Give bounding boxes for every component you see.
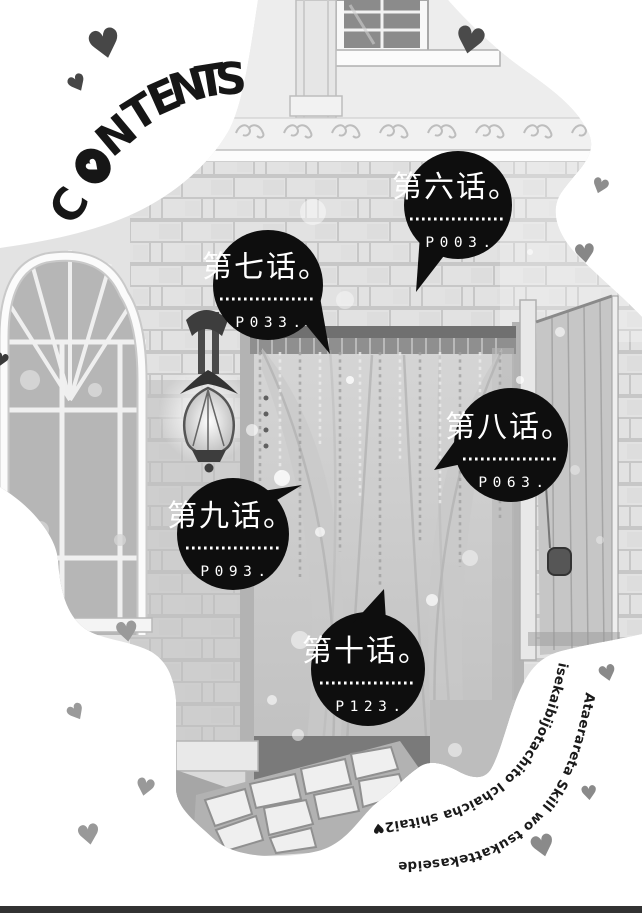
page-number: P123.: [335, 699, 406, 715]
speech-bubble[interactable]: [213, 230, 323, 340]
page-number: P003.: [425, 235, 496, 251]
page-number: P063.: [478, 475, 549, 491]
sparkle-dot: [336, 291, 354, 309]
speech-bubble[interactable]: [311, 612, 425, 726]
heart-icon: ♥: [579, 780, 599, 806]
sparkle-dot: [448, 743, 462, 757]
curtain-sheer-right: [428, 348, 502, 792]
sparkle-dot: [596, 536, 604, 544]
sparkle-dot: [267, 695, 277, 705]
bubble-tail: [256, 485, 302, 503]
page-number: P093.: [200, 564, 271, 580]
wall-lamp: [158, 310, 254, 473]
chapter-title: 第七话。: [202, 250, 330, 285]
speech-bubble[interactable]: [454, 388, 568, 502]
sparkle-dot: [315, 527, 325, 537]
sparkle-dot: [346, 376, 354, 384]
heart-icon: ♥: [571, 238, 599, 271]
speech-bubble[interactable]: [404, 151, 512, 259]
chapter-title: 第六话。: [392, 170, 520, 205]
sparkle-dot: [426, 594, 438, 606]
sparkle-dot: [570, 465, 580, 475]
sparkle-dot: [246, 424, 258, 436]
sparkle-dot: [292, 729, 304, 741]
bubble-tail: [353, 589, 386, 623]
page-number: P033.: [235, 315, 306, 331]
toc-entry-2[interactable]: 第七话。 P033.: [202, 230, 330, 354]
sparkle-dot: [274, 470, 290, 486]
arched-window: [0, 250, 153, 635]
sparkle-dot: [527, 249, 533, 255]
sparkle-dot: [555, 327, 565, 337]
speech-bubble[interactable]: [177, 478, 289, 590]
heart-icon: ♥: [73, 816, 105, 854]
entrance-door: [519, 294, 620, 661]
toc-entry-5[interactable]: 第十话。 P123.: [302, 589, 430, 726]
pilaster: [289, 0, 343, 119]
toc-entry-3[interactable]: 第八话。 P063.: [434, 388, 573, 502]
sparkle-dot: [300, 199, 326, 225]
toc-entry-4[interactable]: 第九话。 P093.: [167, 478, 302, 590]
chapter-title: 第八话。: [445, 410, 573, 445]
chapter-title: 第十话。: [302, 634, 430, 669]
toc-entry-1[interactable]: 第六话。 P003.: [392, 151, 520, 292]
sparkle-dot: [462, 550, 478, 566]
sparkle-dot: [291, 631, 309, 649]
upper-window: [327, 0, 501, 67]
heart-icon: ♥: [80, 154, 105, 178]
bubble-tail: [434, 427, 465, 470]
sparkle-dot: [516, 376, 524, 384]
contents-letter: S: [213, 53, 249, 106]
door-handle: [547, 547, 572, 576]
page-edge-bar: [0, 906, 642, 913]
stone-step: [175, 740, 259, 772]
bubble-tail: [302, 297, 330, 354]
sparkle-bokeh: [246, 199, 604, 757]
heart-icon: ♥: [112, 614, 142, 651]
bubble-tail: [416, 235, 450, 292]
chapter-title: 第九话。: [167, 499, 295, 534]
